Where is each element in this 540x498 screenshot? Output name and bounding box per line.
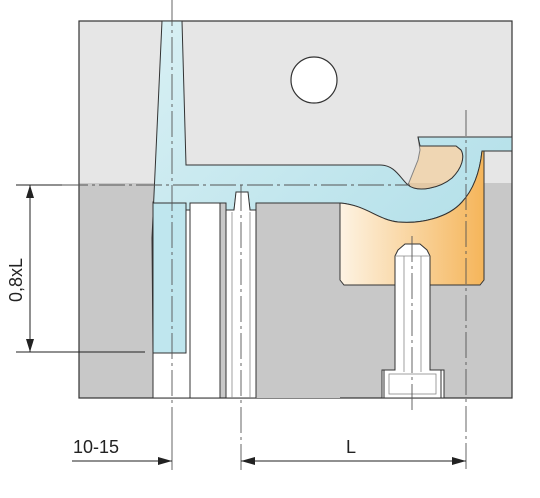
gap-dimension-label: 10-15: [73, 437, 119, 457]
gap-arrow: [158, 457, 172, 465]
cooling-hole: [290, 56, 338, 104]
ejector-pin: [225, 191, 257, 399]
screw-head: [388, 373, 437, 395]
length-arrow-right: [452, 457, 466, 465]
length-dimension-label: L: [346, 437, 356, 457]
height-arrow-bottom: [26, 339, 34, 352]
height-dimension-label: 0,8xL: [6, 258, 26, 302]
pin-bore-right: [256, 202, 340, 398]
insert-hook: [407, 136, 464, 190]
ejector-pin-bore: [189, 201, 221, 399]
height-arrow-top: [26, 185, 34, 198]
cavity-insert: [339, 150, 485, 286]
sprue-lower: [152, 202, 187, 354]
length-arrow-left: [241, 457, 255, 465]
screw: [383, 243, 442, 399]
